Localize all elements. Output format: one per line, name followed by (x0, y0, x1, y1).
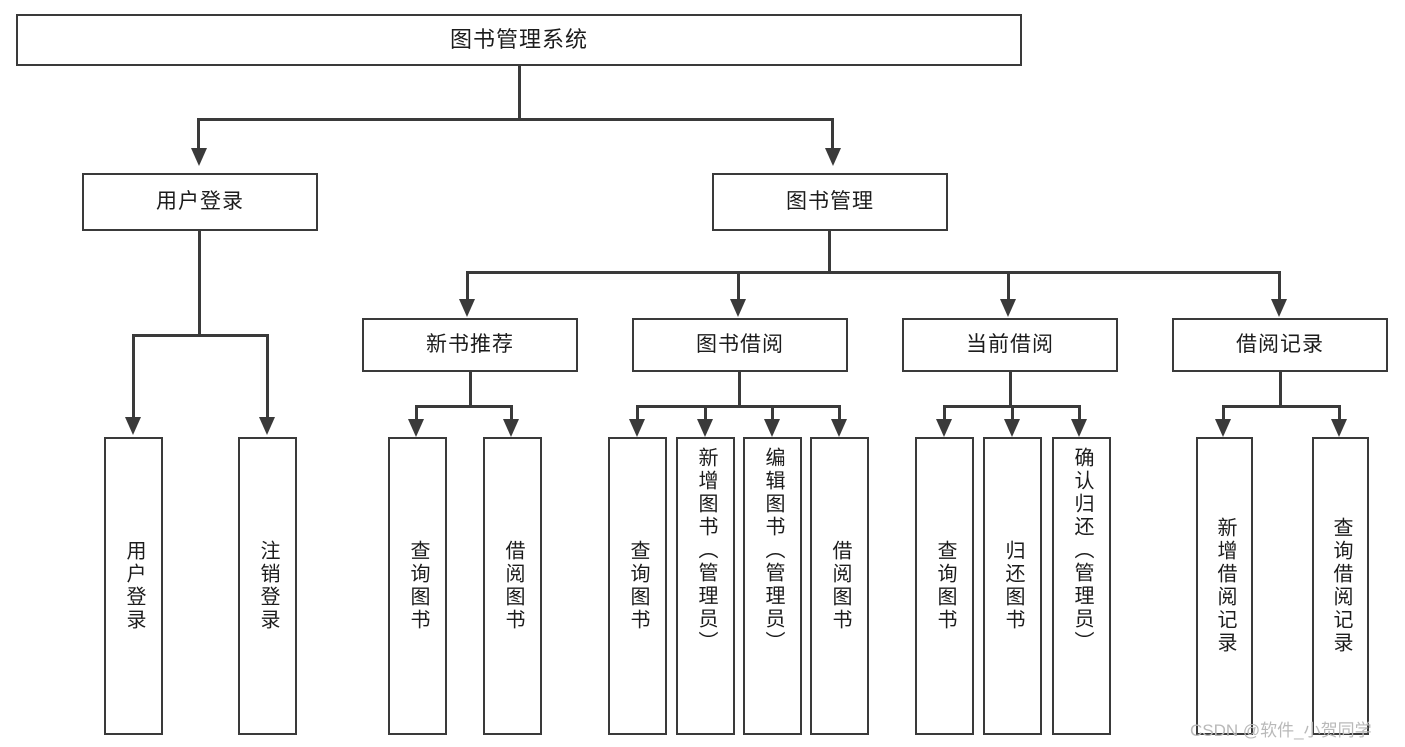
connector-root-to-user-login (197, 118, 200, 150)
node-label: 借阅图书 (829, 540, 851, 632)
node-label: 查询图书 (407, 540, 429, 632)
connector-borrow-record-c2 (1338, 405, 1341, 421)
node-label: 借阅记录 (1236, 333, 1324, 357)
node-label: 归还图书 (1002, 540, 1024, 632)
connector-user-login-right (266, 334, 269, 419)
connector-book-management-bar (466, 271, 1281, 274)
arrow-book-borrow-leaf-1 (629, 419, 645, 437)
arrow-new-book-leaf-2 (503, 419, 519, 437)
arrow-current-borrow-leaf-2 (1004, 419, 1020, 437)
connector-current-borrow-stem (1009, 372, 1012, 408)
arrow-user-login-leaf-2 (259, 417, 275, 435)
node-label: 用户登录 (156, 190, 244, 214)
node-label: 用户登录 (123, 540, 145, 632)
arrow-current-borrow-leaf-1 (936, 419, 952, 437)
connector-new-book-c1 (415, 405, 418, 421)
node-label: 确认归还（管理员） (1071, 447, 1093, 654)
node-new-book-recommend[interactable]: 新书推荐 (362, 318, 578, 372)
connector-bm-to-new-book (466, 271, 469, 301)
connector-book-borrow-bar (636, 405, 841, 408)
leaf-borrow-record-query-record[interactable]: 查询借阅记录 (1312, 437, 1369, 735)
leaf-book-borrow-edit-book-admin[interactable]: 编辑图书（管理员） (743, 437, 802, 735)
node-label: 图书管理系统 (449, 26, 588, 52)
node-borrow-record[interactable]: 借阅记录 (1172, 318, 1388, 372)
node-label: 查询借阅记录 (1330, 517, 1352, 655)
connector-borrow-record-c1 (1222, 405, 1225, 421)
node-label: 借阅图书 (502, 540, 524, 632)
connector-current-borrow-c1 (943, 405, 946, 421)
connector-book-borrow-c1 (636, 405, 639, 421)
connector-new-book-bar (415, 405, 513, 408)
arrow-current-borrow-leaf-3 (1071, 419, 1087, 437)
leaf-book-borrow-borrow-book[interactable]: 借阅图书 (810, 437, 869, 735)
csdn-watermark: CSDN @软件_小贺同学 (1190, 721, 1372, 740)
node-label: 查询图书 (934, 540, 956, 632)
connector-new-book-stem (469, 372, 472, 408)
connector-book-borrow-stem (738, 372, 741, 408)
leaf-current-borrow-query-book[interactable]: 查询图书 (915, 437, 974, 735)
leaf-user-login-login[interactable]: 用户登录 (104, 437, 163, 735)
node-label: 注销登录 (257, 540, 279, 632)
connector-user-login-bar (132, 334, 269, 337)
arrow-root-to-book-management (825, 148, 841, 166)
connector-borrow-record-bar (1222, 405, 1341, 408)
connector-book-borrow-c4 (838, 405, 841, 421)
arrow-book-borrow-leaf-2 (697, 419, 713, 437)
connector-new-book-c2 (510, 405, 513, 421)
node-label: 新书推荐 (426, 333, 514, 357)
connector-root-bar (197, 118, 834, 121)
connector-current-borrow-c3 (1078, 405, 1081, 421)
arrow-book-borrow-leaf-3 (764, 419, 780, 437)
connector-root-stem (518, 66, 521, 120)
connector-bm-to-borrow-record (1278, 271, 1281, 301)
node-label: 新增借阅记录 (1214, 517, 1236, 655)
node-label: 图书借阅 (696, 333, 784, 357)
arrow-bm-to-borrow-record (1271, 299, 1287, 317)
node-label: 查询图书 (627, 540, 649, 632)
node-label: 图书管理 (786, 190, 874, 214)
leaf-borrow-record-add-record[interactable]: 新增借阅记录 (1196, 437, 1253, 735)
leaf-current-borrow-return-book[interactable]: 归还图书 (983, 437, 1042, 735)
leaf-book-borrow-query-book[interactable]: 查询图书 (608, 437, 667, 735)
connector-root-to-book-management (831, 118, 834, 150)
connector-borrow-record-stem (1279, 372, 1282, 408)
connector-book-borrow-c2 (704, 405, 707, 421)
arrow-book-borrow-leaf-4 (831, 419, 847, 437)
leaf-current-borrow-confirm-return-admin[interactable]: 确认归还（管理员） (1052, 437, 1111, 735)
arrow-user-login-leaf-1 (125, 417, 141, 435)
leaf-new-book-query-book[interactable]: 查询图书 (388, 437, 447, 735)
leaf-user-login-logout[interactable]: 注销登录 (238, 437, 297, 735)
leaf-new-book-borrow-book[interactable]: 借阅图书 (483, 437, 542, 735)
node-book-borrow[interactable]: 图书借阅 (632, 318, 848, 372)
connector-user-login-left (132, 334, 135, 419)
arrow-bm-to-book-borrow (730, 299, 746, 317)
arrow-borrow-record-leaf-2 (1331, 419, 1347, 437)
node-label: 新增图书（管理员） (695, 447, 717, 654)
node-book-management[interactable]: 图书管理 (712, 173, 948, 231)
connector-bm-to-current-borrow (1007, 271, 1010, 301)
connector-book-borrow-c3 (771, 405, 774, 421)
node-user-login[interactable]: 用户登录 (82, 173, 318, 231)
node-current-borrow[interactable]: 当前借阅 (902, 318, 1118, 372)
leaf-book-borrow-add-book-admin[interactable]: 新增图书（管理员） (676, 437, 735, 735)
connector-current-borrow-c2 (1011, 405, 1014, 421)
node-label: 编辑图书（管理员） (762, 447, 784, 654)
connector-user-login-stem (198, 231, 201, 336)
arrow-new-book-leaf-1 (408, 419, 424, 437)
connector-book-management-stem (828, 231, 831, 273)
node-root-book-management-system[interactable]: 图书管理系统 (16, 14, 1022, 66)
arrow-root-to-user-login (191, 148, 207, 166)
arrow-borrow-record-leaf-1 (1215, 419, 1231, 437)
connector-bm-to-book-borrow (737, 271, 740, 301)
arrow-bm-to-new-book (459, 299, 475, 317)
node-label: 当前借阅 (966, 333, 1054, 357)
arrow-bm-to-current-borrow (1000, 299, 1016, 317)
